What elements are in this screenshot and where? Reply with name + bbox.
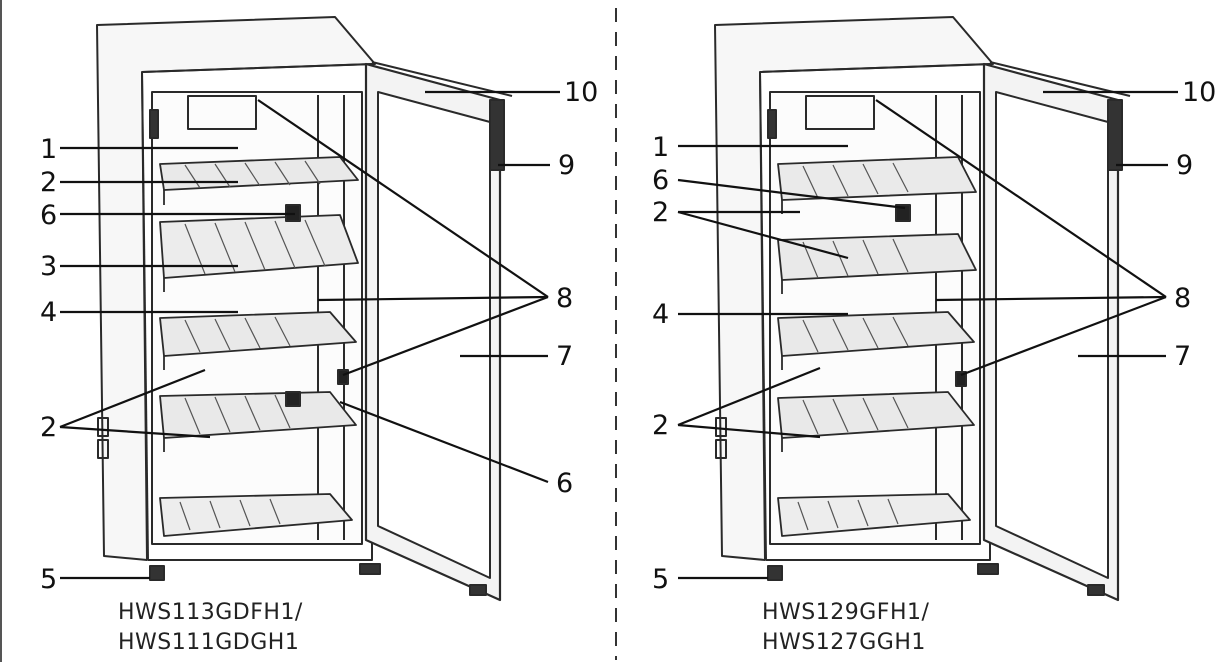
- leader-lines-right: [677, 90, 1178, 580]
- model-caption-right: HWS129GFH1/ HWS127GGH1: [762, 598, 929, 658]
- wine-cooler-left: [96, 16, 513, 602]
- callout-number: 1: [652, 132, 670, 163]
- callout-number: 2: [40, 412, 58, 443]
- callout-number: 5: [40, 564, 58, 595]
- frame-border: [0, 0, 2, 662]
- callout-number: 2: [40, 167, 58, 198]
- model-name: HWS111GDGH1: [118, 630, 300, 655]
- model-name: HWS113GDFH1/: [118, 600, 303, 625]
- callout-number: 10: [564, 77, 599, 108]
- callout-number: 2: [652, 197, 670, 228]
- callout-number: 6: [40, 200, 58, 231]
- callout-number: 9: [558, 150, 576, 181]
- callout-number: 4: [40, 297, 58, 328]
- wine-cooler-right: [714, 16, 1131, 602]
- callout-number: 5: [652, 564, 670, 595]
- callout-number: 10: [1182, 77, 1217, 108]
- leader-lines-left: [59, 90, 560, 580]
- callout-number: 9: [1176, 150, 1194, 181]
- callout-number: 6: [556, 468, 574, 499]
- callout-number: 2: [652, 410, 670, 441]
- callout-number: 7: [1174, 341, 1192, 372]
- model-name: HWS129GFH1/: [762, 600, 930, 625]
- callout-number: 8: [556, 283, 574, 314]
- callout-number: 8: [1174, 283, 1192, 314]
- callout-number: 3: [40, 251, 58, 282]
- model-name: HWS127GGH1: [762, 630, 926, 655]
- model-caption-left: HWS113GDFH1/ HWS111GDGH1: [118, 598, 303, 658]
- callout-number: 6: [652, 165, 670, 196]
- callout-number: 1: [40, 134, 58, 165]
- callout-number: 7: [556, 341, 574, 372]
- callout-number: 4: [652, 299, 670, 330]
